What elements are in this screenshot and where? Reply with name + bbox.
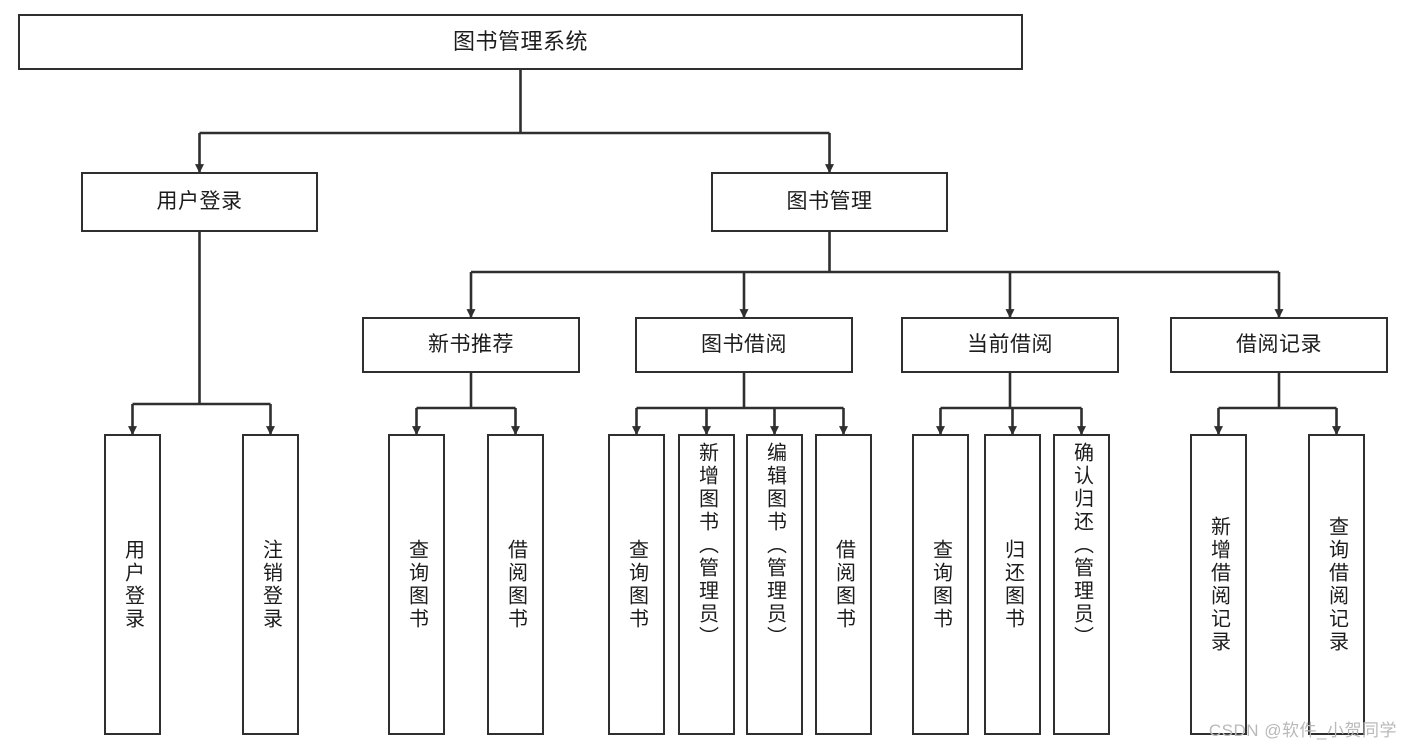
node-user-login[interactable]: 用户登录 — [81, 172, 318, 232]
node-label-leaf-return-book: 归还图书 — [1001, 538, 1024, 631]
node-label-leaf-user-login: 用户登录 — [121, 538, 144, 631]
node-leaf-add-record[interactable]: 新增借阅记录 — [1190, 434, 1247, 735]
node-new-book-rec[interactable]: 新书推荐 — [362, 317, 580, 373]
node-label-book-manage: 图书管理 — [786, 190, 873, 214]
node-label-leaf-borrow-book: 借阅图书 — [832, 538, 855, 631]
node-leaf-borrow-book-rec[interactable]: 借阅图书 — [487, 434, 544, 735]
node-label-leaf-borrow-book-rec: 借阅图书 — [504, 538, 527, 631]
node-label-borrow-record: 借阅记录 — [1236, 333, 1322, 357]
node-current-borrow[interactable]: 当前借阅 — [901, 317, 1119, 373]
node-leaf-add-book[interactable]: 新增图书（管理员） — [678, 434, 735, 735]
node-leaf-query-book-rec[interactable]: 查询图书 — [388, 434, 445, 735]
node-borrow-record[interactable]: 借阅记录 — [1170, 317, 1388, 373]
node-label-leaf-add-book: 新增图书（管理员） — [695, 442, 718, 649]
node-root[interactable]: 图书管理系统 — [18, 14, 1023, 70]
node-leaf-query-record[interactable]: 查询借阅记录 — [1308, 434, 1365, 735]
node-label-leaf-query-book-borrow: 查询图书 — [625, 538, 648, 631]
node-label-leaf-query-book-rec: 查询图书 — [405, 538, 428, 631]
node-label-book-borrow: 图书借阅 — [701, 333, 787, 357]
node-label-leaf-query-record: 查询借阅记录 — [1325, 515, 1348, 654]
node-leaf-confirm-return[interactable]: 确认归还（管理员） — [1053, 434, 1110, 735]
node-book-borrow[interactable]: 图书借阅 — [635, 317, 853, 373]
node-label-leaf-user-logout: 注销登录 — [259, 538, 282, 631]
node-leaf-query-book-cur[interactable]: 查询图书 — [912, 434, 969, 735]
watermark-label: CSDN @软件_小贺同学 — [1208, 721, 1397, 740]
node-book-manage[interactable]: 图书管理 — [711, 172, 948, 232]
node-leaf-edit-book[interactable]: 编辑图书（管理员） — [746, 434, 803, 735]
node-label-leaf-edit-book: 编辑图书（管理员） — [763, 442, 786, 649]
node-label-current-borrow: 当前借阅 — [967, 333, 1053, 357]
node-label-leaf-add-record: 新增借阅记录 — [1207, 515, 1230, 654]
node-label-leaf-confirm-return: 确认归还（管理员） — [1070, 442, 1093, 649]
node-label-root: 图书管理系统 — [452, 28, 588, 54]
node-leaf-user-login[interactable]: 用户登录 — [104, 434, 161, 735]
node-label-user-login: 用户登录 — [156, 190, 243, 214]
node-leaf-borrow-book[interactable]: 借阅图书 — [815, 434, 872, 735]
node-leaf-user-logout[interactable]: 注销登录 — [242, 434, 299, 735]
node-leaf-query-book-borrow[interactable]: 查询图书 — [608, 434, 665, 735]
node-label-leaf-query-book-cur: 查询图书 — [929, 538, 952, 631]
node-label-new-book-rec: 新书推荐 — [428, 333, 514, 357]
node-leaf-return-book[interactable]: 归还图书 — [984, 434, 1041, 735]
